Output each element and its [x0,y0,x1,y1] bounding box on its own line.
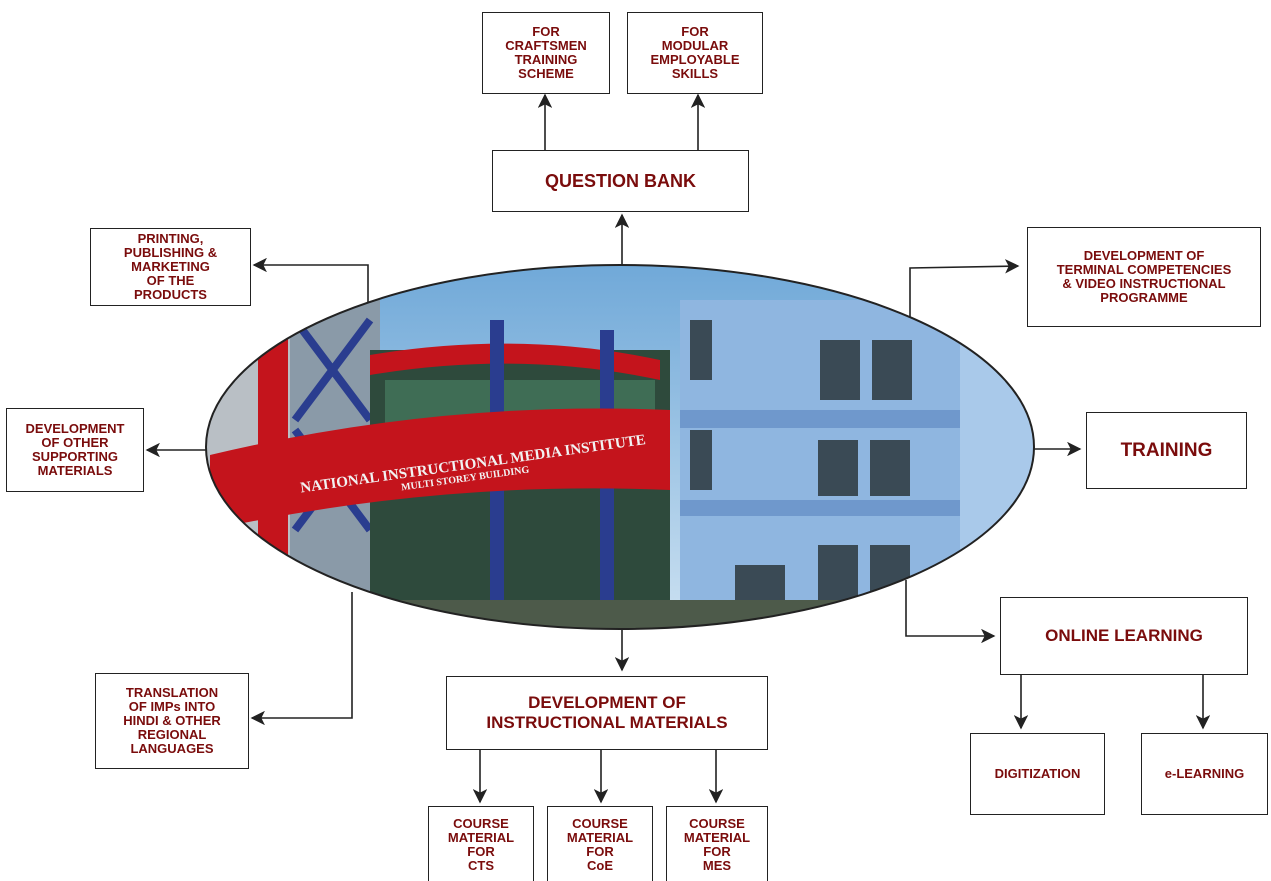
node-course-coe: COURSE MATERIAL FOR CoE [547,806,653,881]
node-training: TRAINING [1086,412,1247,489]
node-supporting-materials: DEVELOPMENT OF OTHER SUPPORTING MATERIAL… [6,408,144,492]
link-center-translation [250,592,353,726]
node-online-learning: ONLINE LEARNING [1000,597,1248,675]
node-instructional-materials: DEVELOPMENT OF INSTRUCTIONAL MATERIALS [446,676,768,750]
node-course-cts: COURSE MATERIAL FOR CTS [428,806,534,881]
node-terminal-competencies: DEVELOPMENT OF TERMINAL COMPETENCIES & V… [1027,227,1261,327]
node-craftsmen-training: FOR CRAFTSMEN TRAINING SCHEME [482,12,610,94]
link-center-terminal [909,259,1020,330]
node-e-learning: e-LEARNING [1141,733,1268,815]
node-question-bank: QUESTION BANK [492,150,749,212]
node-printing: PRINTING, PUBLISHING & MARKETING OF THE … [90,228,251,306]
node-modular-skills: FOR MODULAR EMPLOYABLE SKILLS [627,12,763,94]
node-digitization: DIGITIZATION [970,733,1105,815]
photo-oval-border [205,264,1035,630]
node-translation: TRANSLATION OF IMPs INTO HINDI & OTHER R… [95,673,249,769]
link-center-online [905,580,996,644]
node-course-mes: COURSE MATERIAL FOR MES [666,806,768,881]
